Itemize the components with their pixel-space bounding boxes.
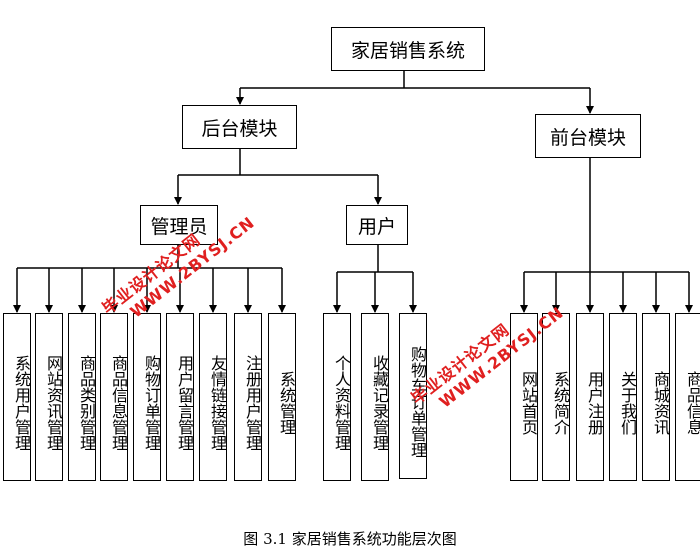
user-group-node: 用户	[346, 205, 408, 245]
function-leaf-node: 系统简介	[542, 313, 570, 481]
function-leaf-node: 购物订单管理	[133, 313, 161, 481]
function-leaf-node: 商品类别管理	[68, 313, 96, 481]
function-leaf-node: 友情链接管理	[199, 313, 227, 481]
function-leaf-node: 系统管理	[268, 313, 296, 481]
function-leaf-node: 商品信息管理	[100, 313, 128, 481]
frontend-module-node: 前台模块	[535, 114, 641, 158]
function-leaf-node: 网站资讯管理	[35, 313, 63, 481]
admin-group-node: 管理员	[140, 205, 218, 245]
function-leaf-node: 系统用户管理	[3, 313, 31, 481]
function-leaf-node: 商城资讯	[642, 313, 670, 481]
function-leaf-node: 关于我们	[609, 313, 637, 481]
figure-caption: 图 3.1 家居销售系统功能层次图	[243, 530, 457, 548]
function-leaf-node: 购物车订单管理	[399, 313, 427, 479]
root-node: 家居销售系统	[331, 27, 485, 71]
function-leaf-node: 注册用户管理	[234, 313, 262, 481]
function-leaf-node: 商品信息	[675, 313, 700, 481]
function-leaf-node: 网站首页	[510, 313, 538, 481]
function-leaf-node: 用户留言管理	[166, 313, 194, 481]
backend-module-node: 后台模块	[182, 105, 297, 149]
function-leaf-node: 收藏记录管理	[361, 313, 389, 481]
function-leaf-node: 用户注册	[576, 313, 604, 481]
function-leaf-node: 个人资料管理	[323, 313, 351, 481]
